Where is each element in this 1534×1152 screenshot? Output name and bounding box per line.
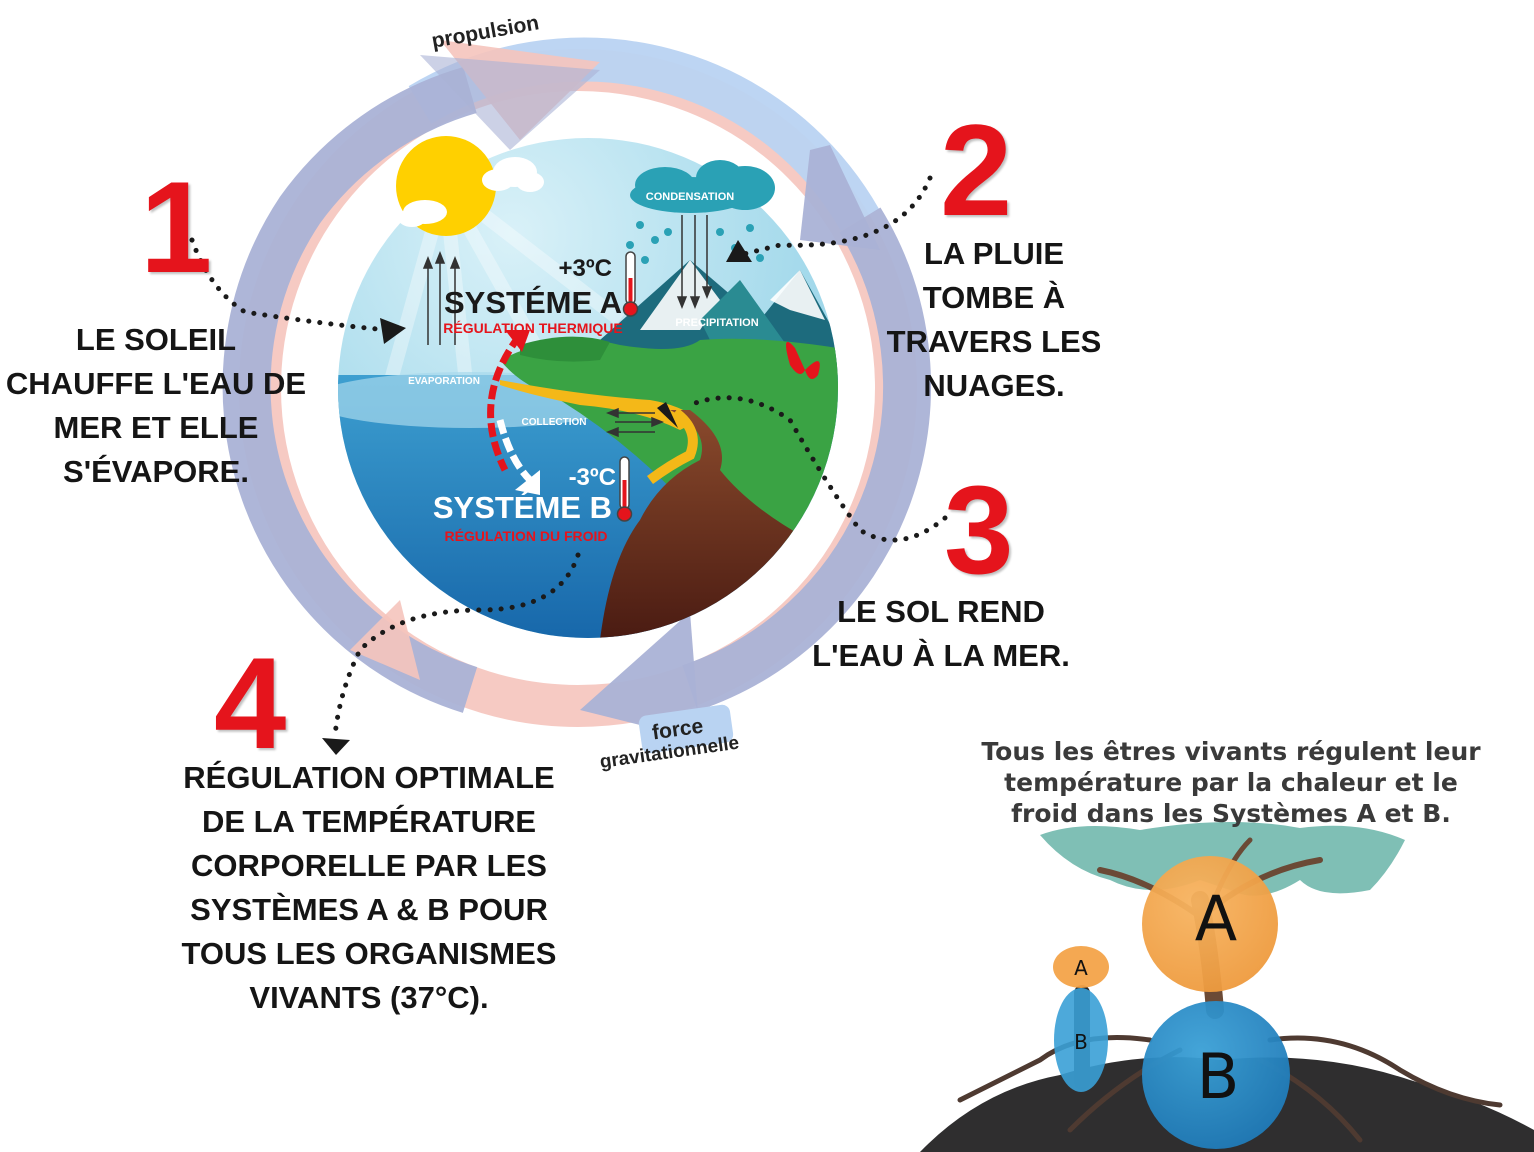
step-2-line-2: TOMBE À (922, 280, 1066, 315)
system-a-name: SYSTÉME A (444, 285, 622, 320)
step-4-line-4: SYSTÈMES A & B POUR (190, 892, 548, 927)
step-1-line-4: S'ÉVAPORE. (63, 454, 249, 489)
thermometer-b-icon (616, 456, 633, 522)
collection-label: COLLECTION (522, 417, 587, 428)
dotted-leaders (189, 175, 948, 738)
step-2-caption: LA PLUIE TOMBE À TRAVERS LES NUAGES. (884, 232, 1104, 408)
step-1-line-2: CHAUFFE L'EAU DE (5, 366, 307, 401)
globe (338, 138, 838, 638)
step-4-caption: RÉGULATION OPTIMALE DE LA TEMPÉRATURE CO… (164, 756, 574, 1020)
step-4-line-6: VIVANTS (37°C). (249, 980, 489, 1015)
step-3-caption: LE SOL REND L'EAU À LA MER. (800, 590, 1082, 678)
step-4-line-2: DE LA TEMPÉRATURE (201, 804, 537, 839)
cycle-ring (222, 37, 932, 754)
system-b-name: SYSTÉME B (433, 490, 612, 525)
butterfly-icon (786, 341, 820, 379)
small-b-label: B (1074, 1030, 1088, 1054)
tree-illustration: A B A B (920, 821, 1534, 1152)
system-b-subtitle: RÉGULATION DU FROID (444, 528, 607, 544)
tree-caption-line-3: froid dans les Systèmes A et B. (1011, 799, 1451, 828)
system-a-subtitle: RÉGULATION THERMIQUE (443, 320, 622, 336)
step-3-line-2: L'EAU À LA MER. (812, 638, 1070, 673)
precipitation-label: PRECIPITATION (675, 317, 758, 329)
system-b-circle-label: B (1197, 1040, 1240, 1113)
tree-caption-line-1: Tous les êtres vivants régulent leur (981, 737, 1481, 766)
cloud-icon (398, 157, 544, 227)
tree-caption-line-2: température par la chaleur et le (1004, 768, 1458, 797)
step-2-number: 2 (940, 97, 1013, 243)
step-3-line-1: LE SOL REND (837, 594, 1045, 629)
step-4-line-3: CORPORELLE PAR LES (191, 848, 547, 883)
step-1-line-1: LE SOLEIL (75, 322, 237, 357)
step-1-number: 1 (140, 154, 213, 300)
leader-arrowheads (322, 240, 752, 755)
step-1-caption: LE SOLEIL CHAUFFE L'EAU DE MER ET ELLE S… (0, 318, 312, 494)
evaporation-label: EVAPORATION (408, 376, 480, 387)
system-b-circle (1142, 1001, 1290, 1149)
step-2-line-1: LA PLUIE (923, 236, 1065, 271)
small-a-label: A (1074, 956, 1088, 980)
system-a-circle-label: A (1195, 882, 1237, 955)
system-a-circle (1142, 856, 1278, 992)
step-4-line-1: RÉGULATION OPTIMALE (183, 760, 555, 795)
gravity-arrow-icon (580, 612, 700, 740)
step-2-line-3: TRAVERS LES (886, 324, 1102, 359)
small-a-circle (1053, 946, 1109, 988)
system-a-temp: +3ºC (559, 255, 612, 282)
condensation-label: CONDENSATION (646, 191, 734, 203)
condensation-cloud-icon (630, 160, 775, 213)
step-4-number: 4 (214, 630, 287, 776)
step-3-number: 3 (944, 461, 1014, 600)
thermometer-a-icon (622, 251, 639, 317)
system-b-temp: -3ºC (569, 464, 616, 491)
step-4-line-5: TOUS LES ORGANISMES (181, 936, 557, 971)
step-1-line-3: MER ET ELLE (53, 410, 259, 445)
step-2-line-4: NUAGES. (923, 368, 1065, 403)
small-b-circle (1054, 988, 1108, 1092)
tree-caption: Tous les êtres vivants régulent leur tem… (944, 736, 1518, 829)
